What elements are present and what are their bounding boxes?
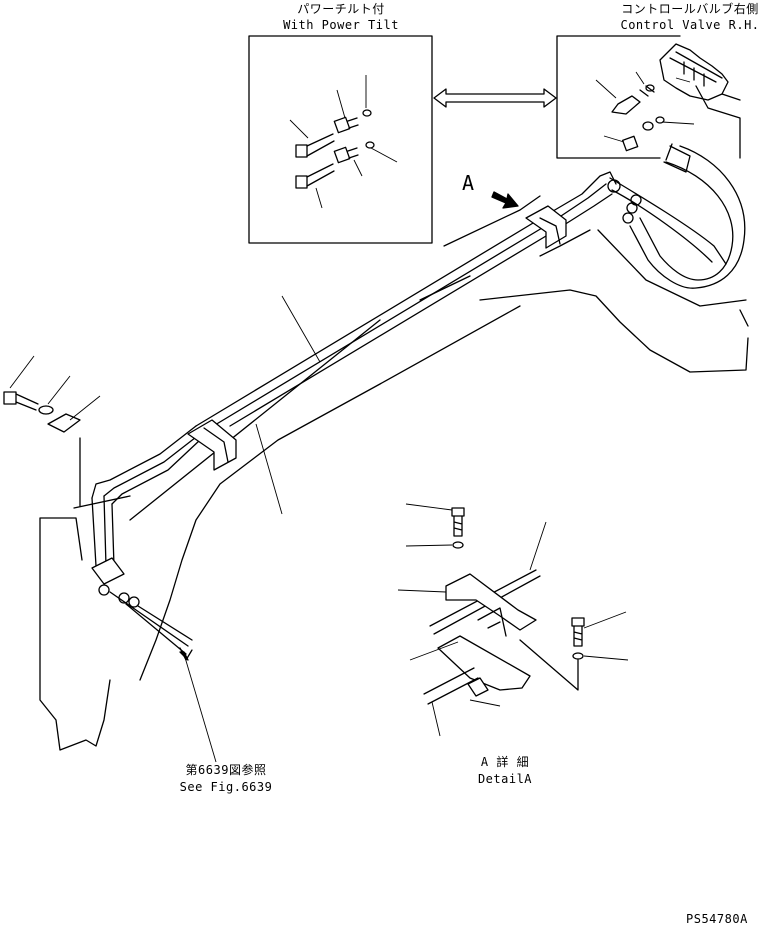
control-valve-oring-3 xyxy=(642,121,654,131)
power-tilt-inset-frame xyxy=(248,35,433,244)
left-frame-upper xyxy=(73,437,131,509)
control-valve-leaders xyxy=(595,71,695,143)
clamp-upper xyxy=(525,205,567,249)
detail-leaders xyxy=(397,503,629,737)
pipes-vertical-left xyxy=(91,495,115,567)
left-plate xyxy=(47,413,81,433)
fitting-lower-3 xyxy=(128,596,140,608)
power-tilt-fitting-upper xyxy=(295,116,359,158)
hose-fitting-3 xyxy=(622,212,634,224)
pipe-end-bend xyxy=(91,425,201,505)
detail-bolt-lower-head xyxy=(571,617,585,627)
control-valve-title-en: Control Valve R.H. xyxy=(620,18,760,32)
power-tilt-inset xyxy=(248,35,433,244)
link-arrow xyxy=(433,88,557,108)
left-bolt-head xyxy=(3,391,17,405)
detail-label-en: DetailA xyxy=(477,772,533,786)
power-tilt-title-en: With Power Tilt xyxy=(283,18,399,32)
control-valve-ribs xyxy=(669,51,723,87)
detail-bolt-path xyxy=(519,639,579,691)
frame-edge-lower xyxy=(139,305,521,681)
main-leaders xyxy=(255,295,321,515)
left-frame xyxy=(39,517,111,751)
control-valve-inset-frame xyxy=(556,35,681,159)
detail-bolt-lower-shank xyxy=(573,625,583,647)
control-valve-inset xyxy=(556,35,741,173)
pipe-top-bend xyxy=(547,171,617,215)
detail-bolt-upper-head xyxy=(451,507,465,517)
left-washer xyxy=(38,405,54,415)
reference-label-jp: 第6639図参照 xyxy=(185,763,267,777)
control-valve-connector xyxy=(622,135,639,152)
pipe-top-bend-2 xyxy=(551,183,613,231)
hoses-lower xyxy=(109,591,193,655)
drawing-number: PS54780A xyxy=(686,912,748,926)
control-valve-oring-1 xyxy=(645,84,655,92)
control-valve-oring-2 xyxy=(655,116,665,124)
left-bolt-shank xyxy=(15,393,39,411)
detail-label-jp: A 詳 細 xyxy=(480,755,530,769)
control-valve-outline xyxy=(695,85,741,159)
power-tilt-leaders xyxy=(289,75,398,209)
detail-clamp-bracket xyxy=(445,573,537,631)
detail-a xyxy=(397,503,629,737)
left-bolt-leaders xyxy=(9,355,101,421)
reference-leader xyxy=(183,653,217,763)
power-tilt-oring-lower xyxy=(365,141,375,149)
detail-pipe-clip xyxy=(467,677,489,697)
hose-cross xyxy=(609,177,727,265)
clamp-middle xyxy=(187,419,237,471)
control-valve-hose-ends xyxy=(663,143,691,173)
left-bolt-assembly xyxy=(3,355,101,433)
power-tilt-oring-upper xyxy=(362,109,372,117)
detail-washer-lower xyxy=(572,652,584,660)
main-pipes xyxy=(195,213,557,435)
detail-lower-plate xyxy=(437,635,531,691)
control-valve-title-jp: コントロールバルブ右側 xyxy=(621,2,759,16)
main-assembly xyxy=(3,145,749,763)
reference-label-en: See Fig.6639 xyxy=(179,780,273,794)
detail-bolt-upper-shank xyxy=(453,515,463,537)
boom-upper-edge xyxy=(443,195,747,307)
view-marker-arrow xyxy=(491,191,519,209)
hose-fitting-1 xyxy=(607,179,621,193)
power-tilt-title-jp: パワーチルト付 xyxy=(297,2,385,16)
detail-clamp-loop xyxy=(477,607,507,637)
view-marker-label: A xyxy=(462,171,475,195)
detail-pipe-lower xyxy=(423,667,479,705)
boom-lower-edge xyxy=(479,289,749,373)
reference-arrowhead xyxy=(179,651,189,661)
hose-inner xyxy=(639,161,734,281)
hose-outer xyxy=(629,145,746,289)
frame-edge-upper xyxy=(129,229,591,521)
hose-fitting-4 xyxy=(630,194,642,206)
power-tilt-fitting-lower xyxy=(295,146,359,189)
clamp-lower xyxy=(91,557,125,585)
control-valve-body xyxy=(659,43,729,101)
fitting-lower-1 xyxy=(98,584,110,596)
detail-washer-upper xyxy=(452,541,464,549)
